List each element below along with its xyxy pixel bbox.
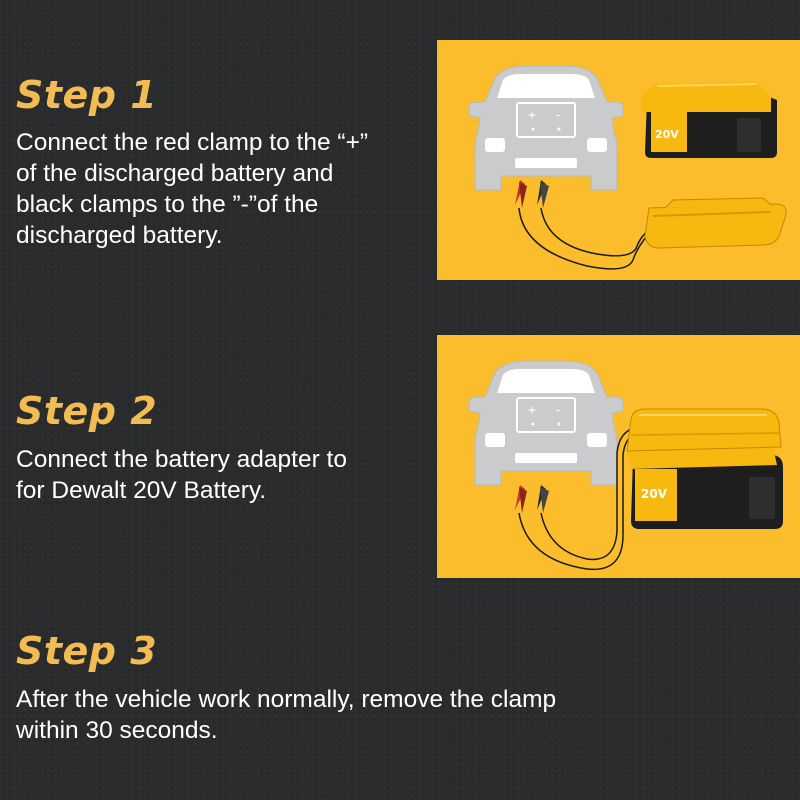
step-2-title: Step 2 [16,389,158,433]
battery-plus-symbol: + [528,108,536,123]
battery-plus-symbol: + [528,403,536,418]
step-3-instructions: After the vehicle work normally, remove … [16,686,557,744]
step-2-instructions: Connect the battery adapter to for Dewal… [16,446,347,504]
battery-voltage-label: 20V [641,487,668,501]
step-1-instructions: Connect the red clamp to the “+” of the … [16,129,369,249]
power-tool-battery-icon: 20V [627,447,783,529]
step-1-illustration-svg: + - 20V [468,65,787,270]
car-battery-icon: + - [516,397,576,433]
battery-minus-symbol: - [554,108,562,123]
step-1-illustration: + - 20V [437,40,800,280]
step-2-illustration-svg: + - 20V [468,360,783,571]
car-battery-icon: + - [516,102,576,138]
battery-adapter-icon [626,408,782,452]
power-tool-battery-icon: 20V [641,82,777,158]
battery-adapter-icon [644,197,787,249]
battery-voltage-label: 20V [655,128,679,141]
step-1-title: Step 1 [16,73,158,117]
jumper-clamp-icon [515,426,642,571]
step-2-illustration: + - 20V [437,335,800,578]
battery-minus-symbol: - [554,403,562,418]
jumper-clamp-icon [515,180,650,270]
step-3-title: Step 3 [16,629,158,673]
